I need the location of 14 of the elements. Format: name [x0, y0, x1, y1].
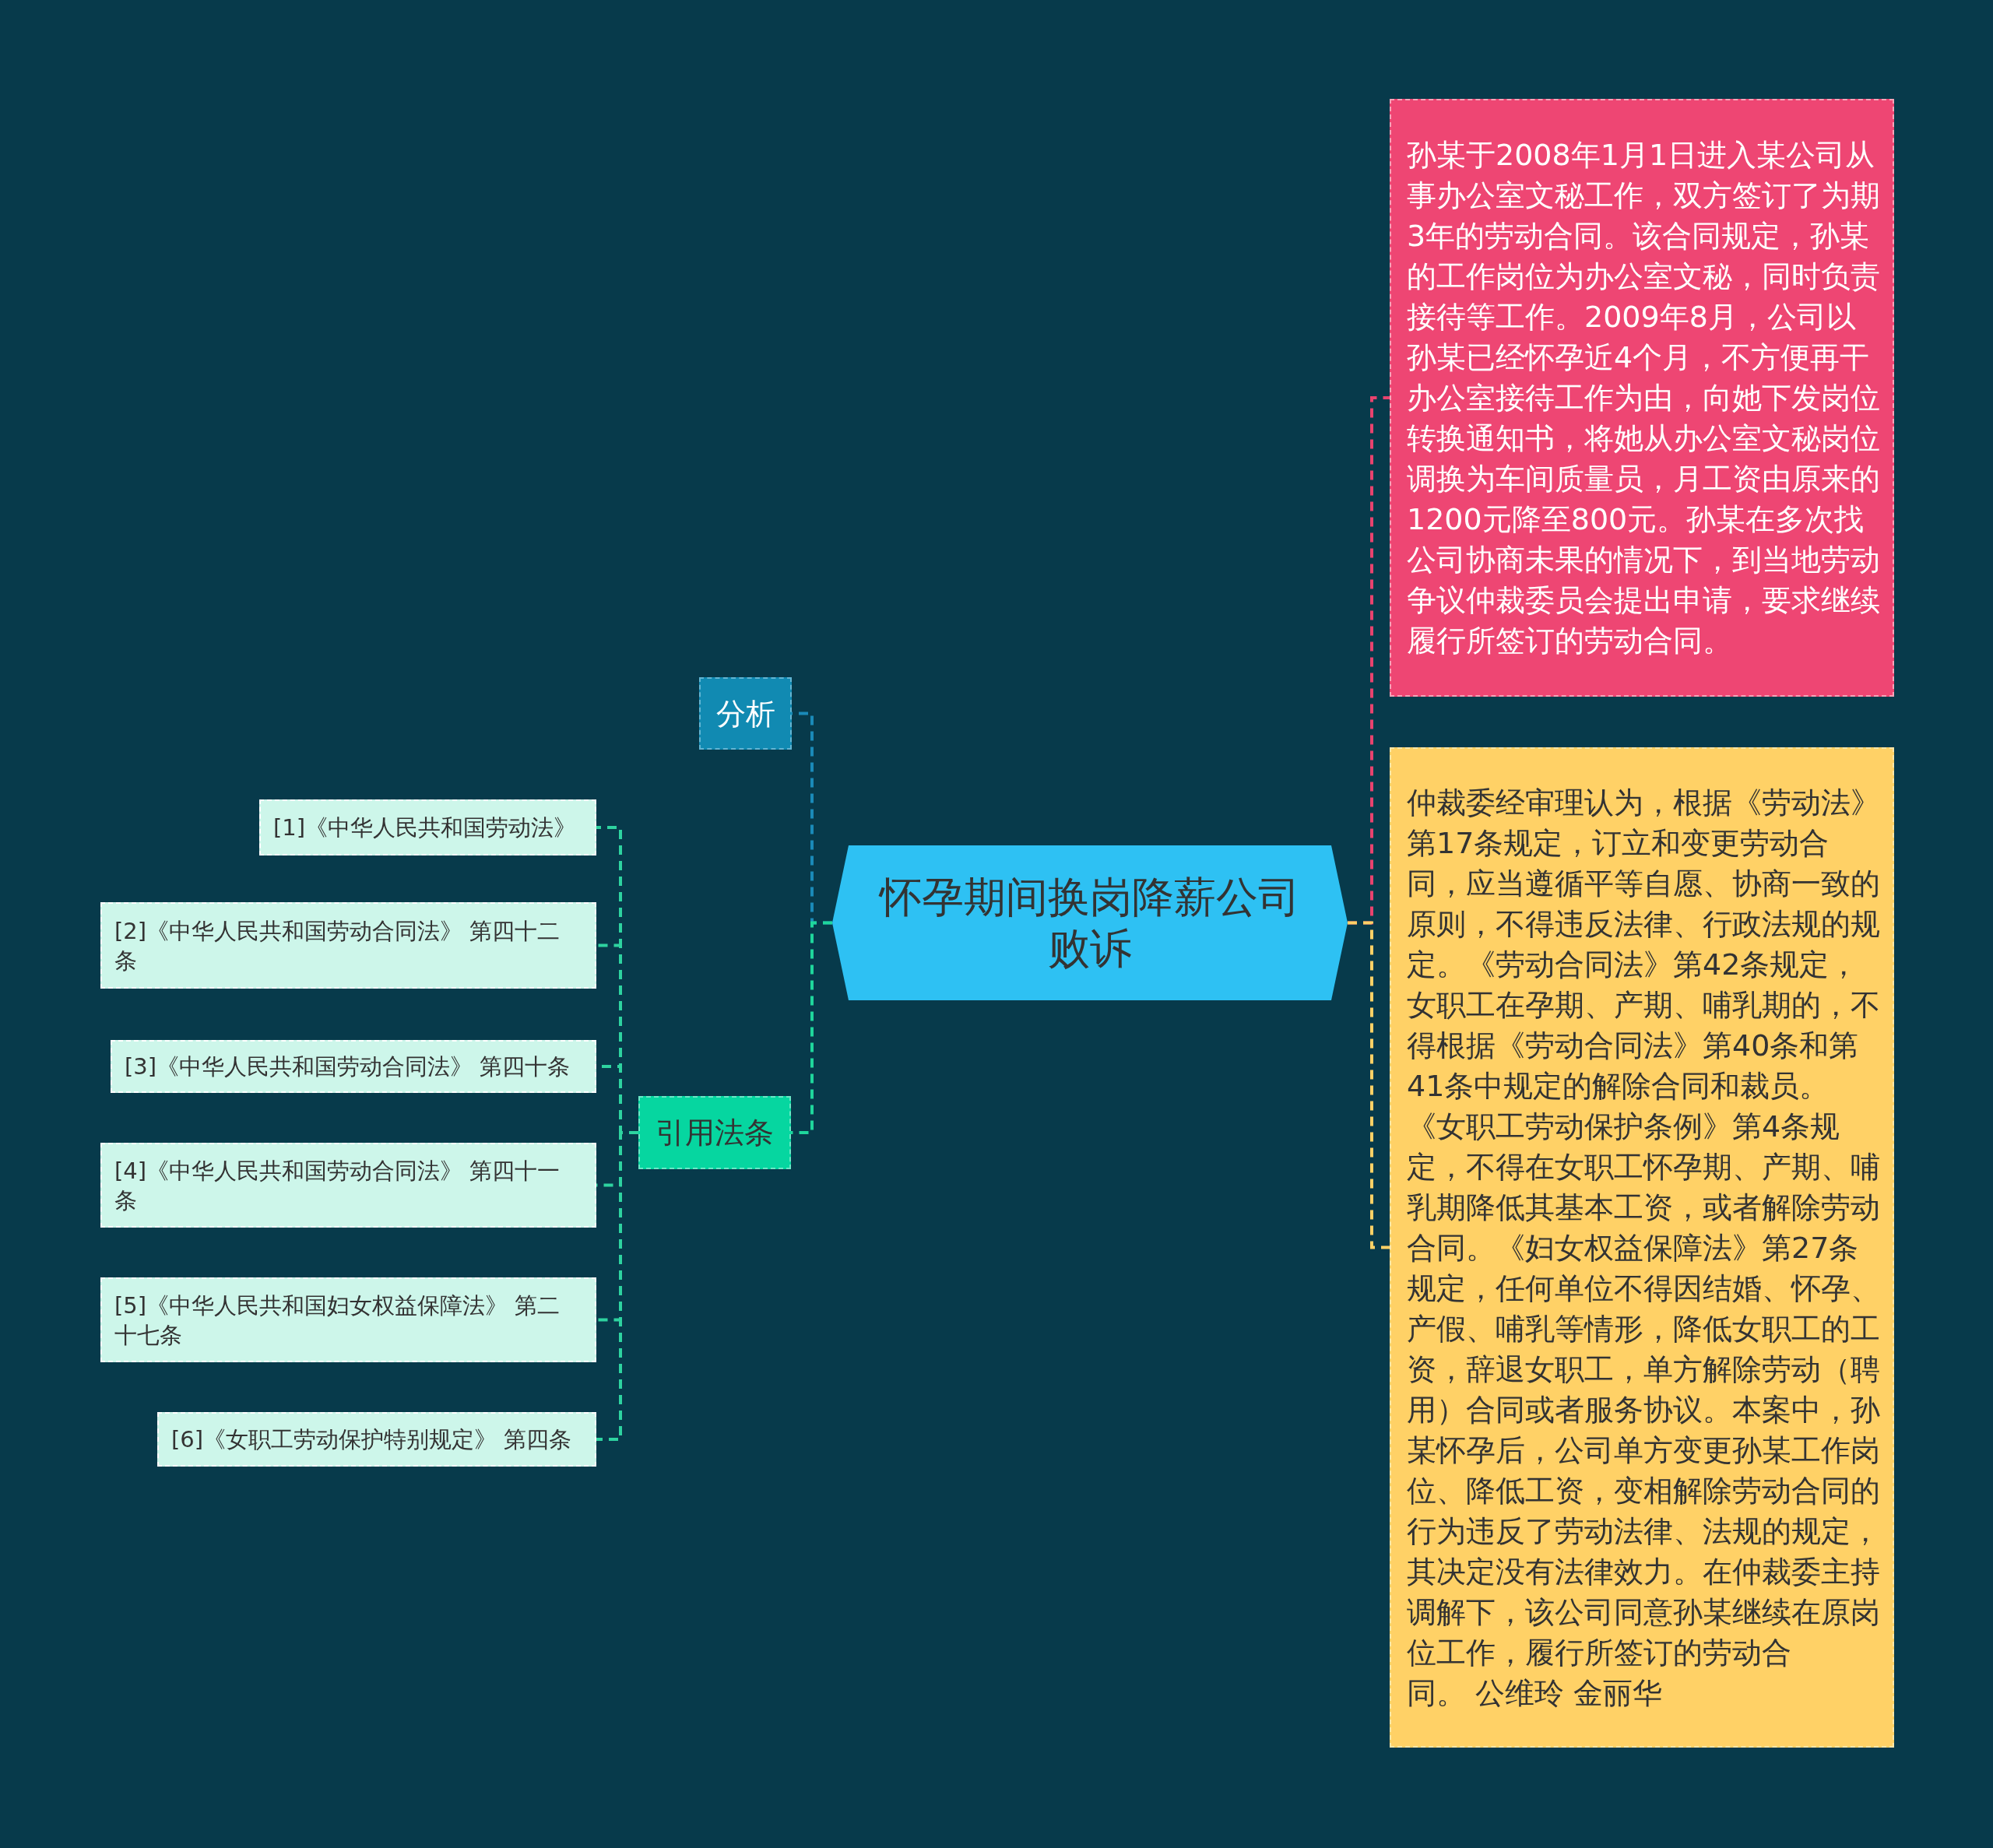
- connector-line: [1348, 921, 1390, 1249]
- citation-box: [6]《女职工劳动保护特别规定》 第四条: [157, 1412, 596, 1467]
- connector-line: [791, 921, 832, 1134]
- citation-box: [2]《中华人民共和国劳动合同法》 第四十二条: [100, 902, 596, 989]
- connector-line: [596, 1131, 638, 1441]
- branch-box: 分析: [699, 677, 792, 750]
- citation-box: [1]《中华人民共和国劳动法》: [259, 799, 596, 855]
- citation-box: [3]《中华人民共和国劳动合同法》 第四十条: [111, 1040, 596, 1093]
- branch-box: 引用法条: [638, 1096, 791, 1169]
- note-box: 孙某于2008年1月1日进入某公司从事办公室文秘工作，双方签订了为期3年的劳动合同。该合同规定，孙某的工作岗位为办公室文秘，同时负责接待等工作。2009年8月，公司以孙某已经怀孕近4个月，不方便再干办公室接待工作为由，向她下发岗位转换通知书，将她从办公室文秘岗位调换为车间质量员，月工资由原来的1200元降至800元。孙某在多次找公司协商未果的情况下，到当地劳动争议仲裁委员会提出申请，要求继续履行所签订的劳动合同。: [1390, 99, 1894, 697]
- note-box: 仲裁委经审理认为，根据《劳动法》第17条规定，订立和变更劳动合同，应当遵循平等自愿、协商一致的原则，不得违反法律、行政法规的规定。《劳动合同法》第42条规定，女职工在孕期、产期、哺乳期的，不得根据《劳动合同法》第40条和第41条中规定的解除合同和裁员。《女职工劳动保护条例》第4条规定，不得在女职工怀孕期、产期、哺乳期降低其基本工资，或者解除劳动合同。《妇女权益保障法》第27条规定，任何单位不得因结婚、怀孕、产假、哺乳等情形，降低女职工的工资，辞退女职工，单方解除劳动（聘用）合同或者服务协议。本案中，孙某怀孕后，公司单方变更孙某工作岗位、降低工资，变相解除劳动合同的行为违反了劳动法律、法规的规定，其决定没有法律效力。在仲裁委主持调解下，该公司同意孙某继续在原岗位工作，履行所签订的劳动合同。 公维玲 金丽华: [1390, 747, 1894, 1748]
- topic-hexagon: 怀孕期间换岗降薪公司败诉: [832, 845, 1348, 1000]
- citation-box: [5]《中华人民共和国妇女权益保障法》 第二十七条: [100, 1277, 596, 1362]
- citation-box: [4]《中华人民共和国劳动合同法》 第四十一条: [100, 1143, 596, 1228]
